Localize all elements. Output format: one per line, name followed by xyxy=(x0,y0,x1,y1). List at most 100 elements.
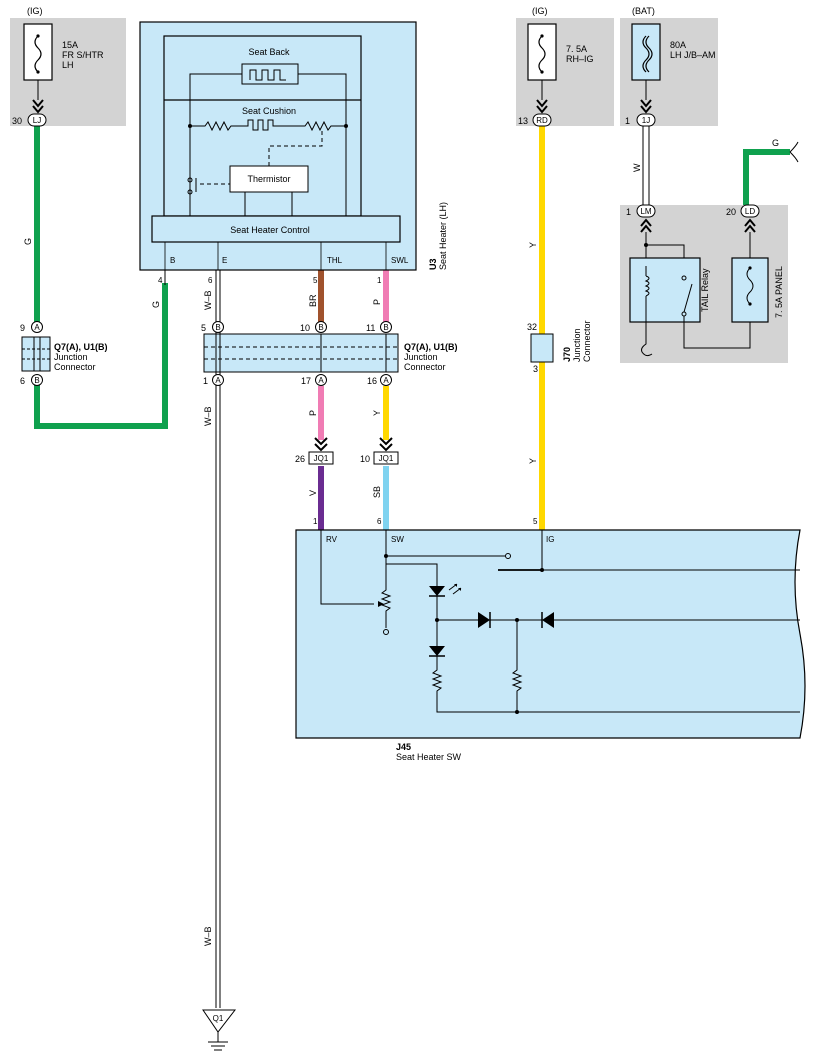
svg-text:A: A xyxy=(34,323,40,332)
wire-label-wb3: W–B xyxy=(203,926,213,946)
svg-text:5: 5 xyxy=(201,323,206,333)
fuse-lh xyxy=(23,23,53,114)
svg-text:RD: RD xyxy=(536,116,548,125)
svg-text:9: 9 xyxy=(20,323,25,333)
svg-text:6: 6 xyxy=(20,376,25,386)
svg-text:JQ1: JQ1 xyxy=(314,454,329,463)
seat-back-label: Seat Back xyxy=(248,47,290,57)
u3-pin-6: 6 xyxy=(208,276,213,285)
u3-pin-thl: THL xyxy=(327,256,343,265)
fuse-rh-label: (IG) xyxy=(532,6,548,16)
fuse-bat-label: (BAT) xyxy=(632,6,655,16)
wire-label-y3: Y xyxy=(528,458,538,464)
svg-text:10: 10 xyxy=(360,454,370,464)
fuse-bat xyxy=(631,23,661,114)
wire-wb xyxy=(215,270,221,1008)
svg-text:JQ1: JQ1 xyxy=(379,454,394,463)
wire-label-y1: Y xyxy=(372,410,382,416)
svg-text:Q1: Q1 xyxy=(213,1014,224,1023)
wire-label-g2: G xyxy=(151,301,161,308)
svg-text:RV: RV xyxy=(326,535,338,544)
u3-pin-e: E xyxy=(222,256,227,265)
wire-label-p2: P xyxy=(308,410,318,416)
svg-text:SW: SW xyxy=(391,535,404,544)
connector-rd: RD 13 xyxy=(518,113,552,127)
fuse-bat-amp: 80A xyxy=(670,40,686,50)
svg-text:Connector: Connector xyxy=(404,362,446,372)
fuse-bat-line1: LH J/B–AM xyxy=(670,50,716,60)
svg-text:Junction: Junction xyxy=(572,328,582,362)
svg-text:13: 13 xyxy=(518,116,528,126)
seat-heater-control-label: Seat Heater Control xyxy=(230,225,310,235)
connector-lj: LJ 30 xyxy=(12,113,47,127)
svg-text:LD: LD xyxy=(745,207,755,216)
svg-text:LJ: LJ xyxy=(33,116,41,125)
panel-relay-fuse: LM 1 LD 20 TAIL Relay 7. 5A PANEL xyxy=(626,204,784,357)
svg-text:17: 17 xyxy=(301,376,311,386)
svg-text:26: 26 xyxy=(295,454,305,464)
svg-text:B: B xyxy=(34,376,39,385)
svg-text:5: 5 xyxy=(533,517,538,526)
svg-text:10: 10 xyxy=(300,323,310,333)
wire-g-left xyxy=(34,126,168,429)
svg-text:16: 16 xyxy=(367,376,377,386)
svg-text:1: 1 xyxy=(313,517,318,526)
svg-text:A: A xyxy=(318,376,324,385)
thermistor-label: Thermistor xyxy=(247,174,290,184)
wire-label-p1: P xyxy=(372,299,382,305)
seat-cushion-label: Seat Cushion xyxy=(242,106,296,116)
svg-text:20: 20 xyxy=(726,207,736,217)
connector-jq1-a: JQ1 26 xyxy=(295,437,334,465)
u3-pin-5: 5 xyxy=(313,276,318,285)
svg-text:6: 6 xyxy=(377,517,382,526)
svg-text:Q7(A), U1(B): Q7(A), U1(B) xyxy=(54,342,108,352)
wire-label-w: W xyxy=(632,163,642,172)
u3-name: Seat Heater (LH) xyxy=(438,202,448,270)
svg-text:11: 11 xyxy=(366,323,375,333)
j45-id: J45 xyxy=(396,742,411,752)
wire-w xyxy=(642,126,650,205)
svg-text:IG: IG xyxy=(546,535,554,544)
svg-text:A: A xyxy=(215,376,221,385)
wire-label-g1: G xyxy=(23,238,33,245)
wire-label-wb2: W–B xyxy=(203,406,213,426)
svg-text:A: A xyxy=(383,376,389,385)
svg-text:LM: LM xyxy=(640,207,651,216)
wire-label-v: V xyxy=(308,490,318,496)
ground-q1: Q1 xyxy=(202,1009,237,1051)
svg-text:Connector: Connector xyxy=(54,362,96,372)
fuse-rh-amp: 7. 5A xyxy=(566,44,587,54)
svg-text:1: 1 xyxy=(625,116,630,126)
svg-text:Connector: Connector xyxy=(582,320,592,362)
wire-label-g3: G xyxy=(772,138,779,148)
svg-text:Junction: Junction xyxy=(404,352,438,362)
connector-1j: 1J 1 xyxy=(625,113,656,127)
fuse-rh-line1: RH–IG xyxy=(566,54,594,64)
svg-text:Q7(A), U1(B): Q7(A), U1(B) xyxy=(404,342,458,352)
svg-text:B: B xyxy=(215,323,220,332)
seat-heater-u3: Seat Back Seat Cushion Thermistor Seat H… xyxy=(139,21,448,285)
wire-label-sb: SB xyxy=(372,486,382,498)
svg-text:30: 30 xyxy=(12,116,22,126)
svg-text:1: 1 xyxy=(626,207,631,217)
junction-left: A 9 B 6 Q7(A), U1(B) Junction Connector xyxy=(20,321,108,386)
u3-pin-1: 1 xyxy=(377,276,382,285)
svg-text:B: B xyxy=(383,323,388,332)
wire-label-y2: Y xyxy=(528,242,538,248)
tail-relay-label: TAIL Relay xyxy=(700,268,710,312)
fuse-lh-amp: 15A xyxy=(62,40,78,50)
svg-text:3: 3 xyxy=(533,364,538,374)
svg-text:B: B xyxy=(318,323,323,332)
u3-id: U3 xyxy=(428,258,438,270)
junction-mid: B 5 B 10 B 11 A 1 A 17 A 16 Q7(A), U1(B)… xyxy=(201,321,458,386)
seat-heater-switch-j45: RV SW IG 1 6 5 xyxy=(295,517,806,762)
wire-g-right xyxy=(743,141,799,205)
fuse-lh-label: (IG) xyxy=(27,6,43,16)
j45-name: Seat Heater SW xyxy=(396,752,462,762)
connector-jq1-b: JQ1 10 xyxy=(360,437,399,465)
u3-pin-4: 4 xyxy=(158,276,163,285)
u3-pin-swl: SWL xyxy=(391,256,409,265)
svg-text:1J: 1J xyxy=(642,116,650,125)
fuse-rh xyxy=(527,23,557,114)
